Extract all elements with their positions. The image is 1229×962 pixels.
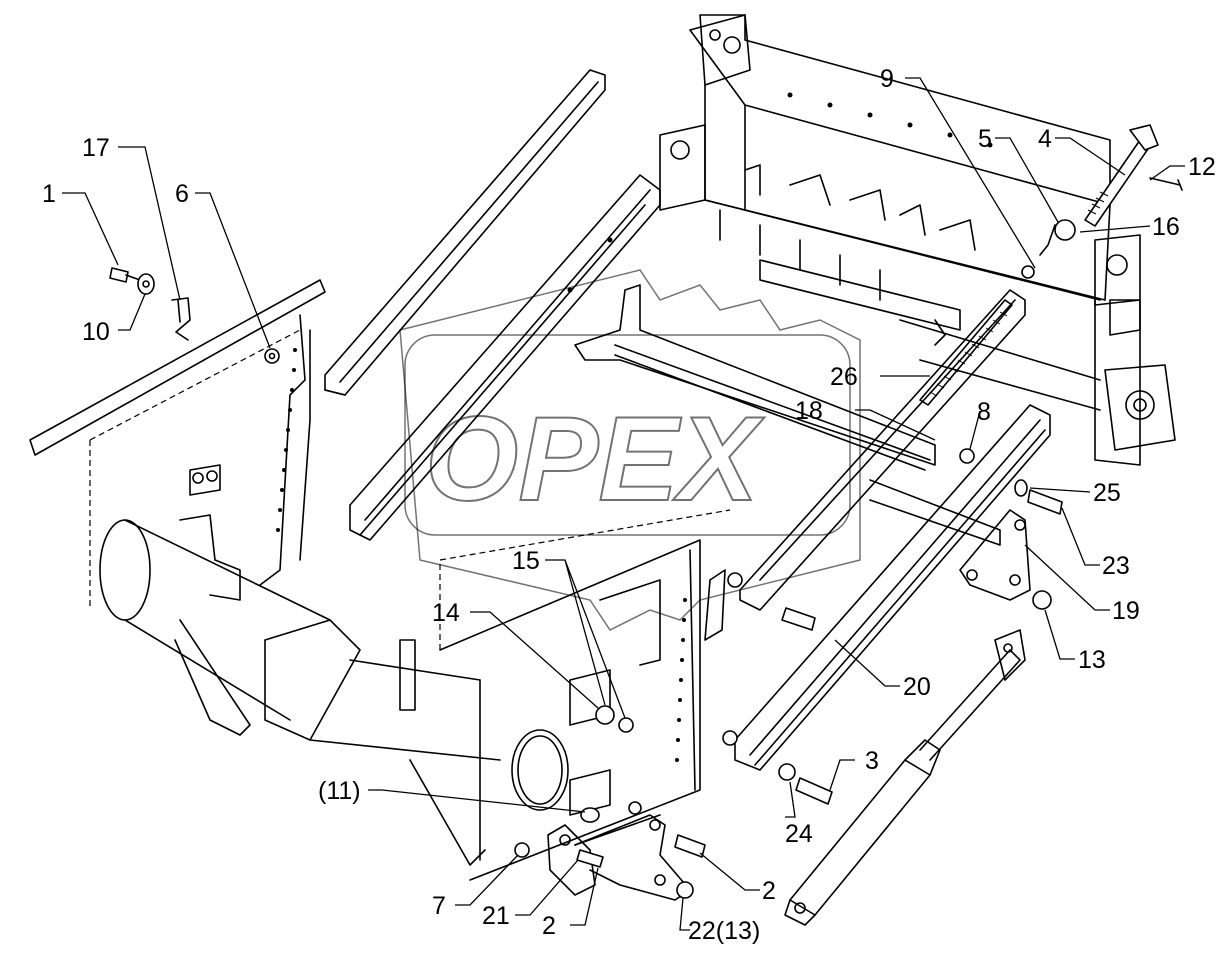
clamp-17 bbox=[171, 297, 191, 341]
callout-12: 12 bbox=[1188, 153, 1216, 181]
main-frame bbox=[659, 14, 1176, 466]
callout-11: (11) bbox=[318, 777, 361, 805]
nut-16 bbox=[1054, 219, 1076, 241]
callout-3: 3 bbox=[865, 747, 879, 775]
bolt-2b bbox=[576, 849, 604, 868]
nut-14 bbox=[595, 705, 615, 725]
nut-9 bbox=[1021, 265, 1035, 279]
bracket-21 bbox=[547, 814, 691, 901]
rail-20 bbox=[734, 404, 1051, 771]
washer-11 bbox=[580, 807, 600, 823]
watermark-gear bbox=[399, 269, 861, 631]
callout-22: 22(13) bbox=[688, 917, 760, 945]
bolt-rail bbox=[781, 607, 816, 631]
bolt-1 bbox=[109, 267, 155, 295]
callouts: 1 17 6 10 9 5 4 12 16 26 18 8 25 23 19 1… bbox=[42, 65, 1216, 945]
nut-6 bbox=[264, 348, 280, 364]
fasteners bbox=[514, 124, 1183, 899]
callout-19: 19 bbox=[1112, 597, 1140, 625]
callout-7: 7 bbox=[432, 892, 446, 920]
opex-watermark: OPEX bbox=[399, 269, 861, 631]
washer-25 bbox=[1014, 479, 1028, 497]
callout-26: 26 bbox=[830, 363, 858, 391]
pin-12 bbox=[1149, 177, 1181, 186]
upper-guide-rails bbox=[324, 69, 661, 541]
callout-14: 14 bbox=[432, 599, 460, 627]
callout-2-right: 2 bbox=[762, 877, 776, 905]
callout-21: 21 bbox=[482, 902, 510, 930]
bolt-3 bbox=[795, 777, 833, 805]
nut-7 bbox=[514, 842, 530, 858]
nut-20-end bbox=[722, 730, 738, 746]
callout-25: 25 bbox=[1093, 479, 1121, 507]
callout-13: 13 bbox=[1078, 646, 1106, 674]
crossbar-18 bbox=[574, 284, 1001, 546]
leader-lines bbox=[62, 77, 1185, 931]
rack-rail-26 bbox=[739, 289, 1026, 611]
bolt-23 bbox=[1027, 489, 1063, 515]
callout-10: 10 bbox=[82, 318, 110, 346]
nut-22 bbox=[676, 881, 694, 899]
washer-24 bbox=[778, 763, 796, 781]
callout-9: 9 bbox=[880, 65, 894, 93]
callout-20: 20 bbox=[903, 673, 931, 701]
callout-6: 6 bbox=[175, 180, 189, 208]
watermark-frame bbox=[404, 334, 851, 536]
callout-15: 15 bbox=[512, 547, 540, 575]
left-rail bbox=[29, 279, 326, 610]
callout-17: 17 bbox=[82, 134, 110, 162]
callout-23: 23 bbox=[1102, 552, 1130, 580]
washer-10 bbox=[137, 273, 155, 295]
nut-13 bbox=[1032, 590, 1052, 610]
gas-spring bbox=[784, 629, 1026, 926]
callout-16: 16 bbox=[1152, 213, 1180, 241]
callout-5: 5 bbox=[978, 125, 992, 153]
nut-top bbox=[628, 801, 642, 815]
callout-1: 1 bbox=[42, 180, 56, 208]
callout-2-left: 2 bbox=[542, 912, 556, 940]
callout-8: 8 bbox=[977, 398, 991, 426]
nut-8 bbox=[959, 448, 975, 464]
bracket-19 bbox=[959, 509, 1031, 601]
callout-4: 4 bbox=[1038, 125, 1052, 153]
nut-15 bbox=[618, 717, 634, 733]
bolt-2a bbox=[674, 834, 706, 858]
lower-body bbox=[99, 464, 731, 881]
callout-18: 18 bbox=[795, 397, 823, 425]
watermark-text: OPEX bbox=[425, 392, 765, 526]
callout-24: 24 bbox=[785, 820, 813, 848]
nut-rail bbox=[727, 572, 743, 588]
